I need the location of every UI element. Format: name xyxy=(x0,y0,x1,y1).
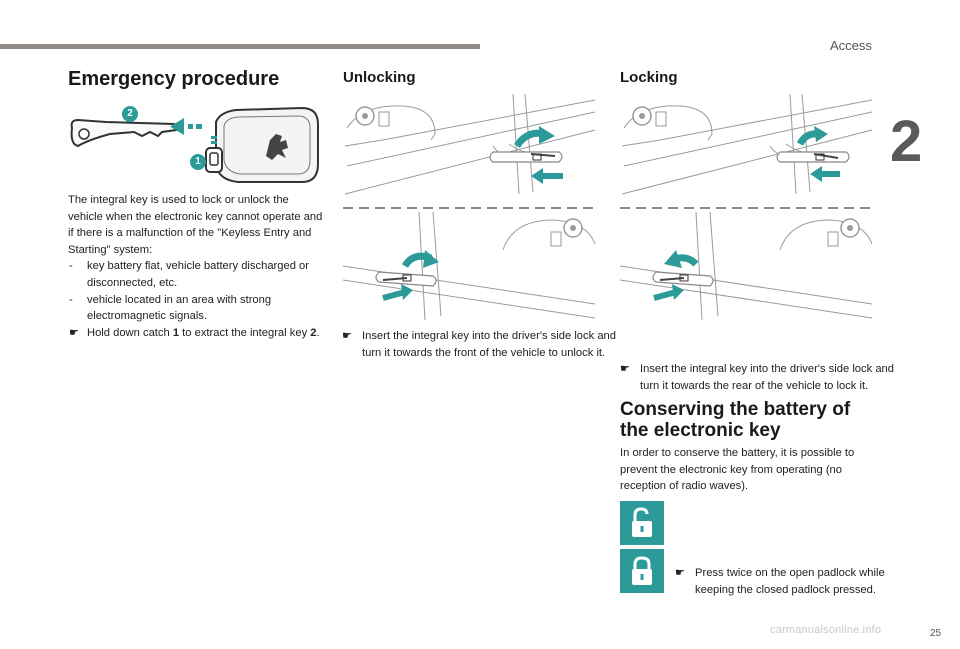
hand-pointer-icon: ☛ xyxy=(675,567,686,580)
key-illustration: 2 1 xyxy=(66,98,326,190)
unlocking-illustration xyxy=(343,94,599,320)
emergency-step: ☛Hold down catch 1 to extract the integr… xyxy=(68,325,323,342)
header-bar xyxy=(0,44,480,49)
emergency-bullets: -key battery flat, vehicle battery disch… xyxy=(68,258,323,341)
conserving-title: Conserving the battery of the electronic… xyxy=(620,399,851,441)
unlocking-step: ☛ Insert the integral key into the drive… xyxy=(342,330,616,359)
hand-pointer-icon: ☛ xyxy=(69,326,80,339)
section-title: Access xyxy=(830,38,872,53)
emergency-title: Emergency procedure xyxy=(68,68,280,90)
open-padlock-icon xyxy=(620,501,664,545)
emergency-intro: The integral key is used to lock or unlo… xyxy=(68,194,323,256)
list-item: -vehicle located in an area with strong … xyxy=(69,293,272,323)
locking-illustration xyxy=(620,94,876,320)
locking-step: ☛ Insert the integral key into the drive… xyxy=(620,363,894,392)
callout-1: 1 xyxy=(195,156,201,167)
page-number: 25 xyxy=(930,628,942,639)
unlocking-title: Unlocking xyxy=(343,69,416,86)
list-item: -key battery flat, vehicle battery disch… xyxy=(69,260,309,289)
conserving-intro: In order to conserve the battery, it is … xyxy=(620,447,855,493)
hand-pointer-icon: ☛ xyxy=(620,363,631,376)
emergency-body: The integral key is used to lock or unlo… xyxy=(68,192,323,341)
callout-2: 2 xyxy=(127,108,133,119)
hand-pointer-icon: ☛ xyxy=(342,330,353,342)
conserving-step: ☛ Press twice on the open padlock while … xyxy=(675,567,885,596)
watermark: carmanualsonline.info xyxy=(770,624,882,636)
closed-padlock-icon xyxy=(620,549,664,593)
chapter-number: 2 xyxy=(890,109,923,174)
locking-title: Locking xyxy=(620,69,678,86)
